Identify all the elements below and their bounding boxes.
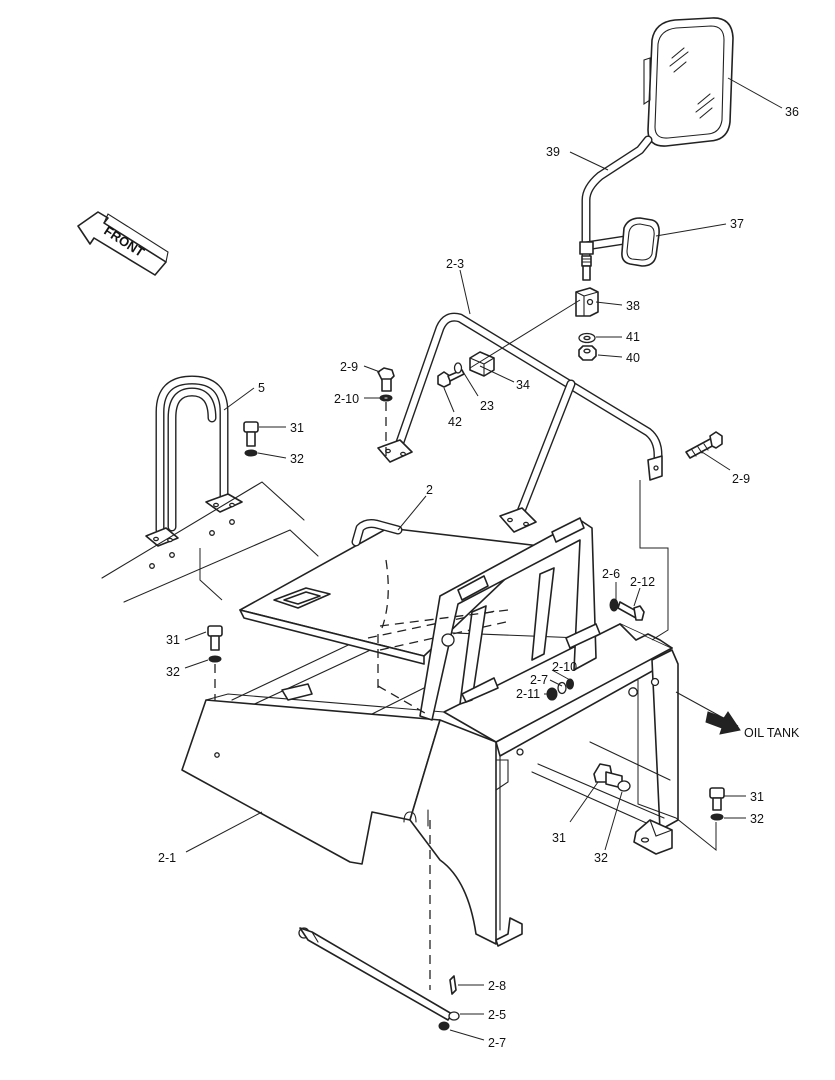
mirror-large-36: [643, 17, 734, 147]
callout-2-6: 2-6: [602, 567, 620, 581]
callout-5: 5: [258, 381, 265, 395]
clip-2-8: [449, 975, 457, 995]
guard-rail-2-3: [377, 312, 663, 533]
callout-36: 36: [785, 105, 799, 119]
bolt-31-a: [243, 421, 259, 433]
bolt-2-12: [617, 601, 645, 621]
front-arrow: FRONT: [77, 211, 169, 276]
callout-38: 38: [626, 299, 640, 313]
nut-2-11: [546, 687, 558, 701]
callout-2-12: 2-12: [630, 575, 655, 589]
callout-2-3: 2-3: [446, 257, 464, 271]
washer-2-7-a: [566, 678, 574, 690]
bolt-31-b: [207, 625, 223, 637]
callout-32-a: 32: [290, 452, 304, 466]
bolt-2-9-right: [685, 431, 723, 459]
oil-tank-label: OIL TANK: [744, 726, 800, 740]
callout-2-7-mid: 2-7: [530, 673, 548, 687]
deck-left: [101, 481, 319, 603]
washer-23: [453, 362, 463, 374]
callout-2-9-top: 2-9: [340, 360, 358, 374]
callout-2-10-mid: 2-10: [552, 660, 577, 674]
callout-41: 41: [626, 330, 640, 344]
washer-2-7-b: [438, 1021, 450, 1031]
callout-32-d: 32: [750, 812, 764, 826]
washer-32-a: [244, 449, 258, 457]
callout-2-1: 2-1: [158, 851, 176, 865]
handrail-5: [145, 375, 243, 547]
callout-32-c: 32: [594, 851, 608, 865]
washer-32-c: [617, 780, 631, 792]
rail-foot-left: [377, 439, 413, 463]
floor-panel-2: [239, 519, 541, 665]
callout-42: 42: [448, 415, 462, 429]
pin-2-5: [448, 1011, 460, 1021]
washer-32-b: [208, 655, 222, 663]
rail-foot-right: [499, 507, 537, 533]
bolt-31-d: [709, 787, 725, 799]
callout-labels: 36 39 37 2-3 38 41 40 34 2-9 2-10 23 42 …: [158, 105, 800, 1050]
callout-40: 40: [626, 351, 640, 365]
callout-31-c: 31: [552, 831, 566, 845]
callout-2-9-right: 2-9: [732, 472, 750, 486]
callout-2-8: 2-8: [488, 979, 506, 993]
callout-2-7-bottom: 2-7: [488, 1036, 506, 1050]
callout-32-b: 32: [166, 665, 180, 679]
seat-frame: [419, 517, 601, 721]
mirror-small-37: [621, 217, 660, 267]
callout-39: 39: [546, 145, 560, 159]
hidden-lines: [379, 609, 509, 627]
callout-34: 34: [516, 378, 530, 392]
washer-2-6: [609, 598, 619, 612]
callout-31-a: 31: [290, 421, 304, 435]
callout-2-10-top: 2-10: [334, 392, 359, 406]
oil-tank-arrow: [705, 711, 741, 735]
mirror-assembly: [575, 17, 734, 361]
callout-37: 37: [730, 217, 744, 231]
callout-31-b: 31: [166, 633, 180, 647]
callout-2: 2: [426, 483, 433, 497]
washer-32-d: [710, 813, 724, 821]
bolt-2-9-top: [377, 367, 395, 392]
mirror-arm-39: [579, 135, 653, 281]
callout-31-d: 31: [750, 790, 764, 804]
callout-23: 23: [480, 399, 494, 413]
callout-2-11: 2-11: [516, 687, 540, 701]
main-frame-2-1: [181, 623, 679, 947]
callout-2-5: 2-5: [488, 1008, 506, 1022]
leader-lines: [184, 77, 783, 1041]
rod-assembly: [298, 927, 460, 1031]
mirror-bracket-38: [575, 287, 599, 317]
